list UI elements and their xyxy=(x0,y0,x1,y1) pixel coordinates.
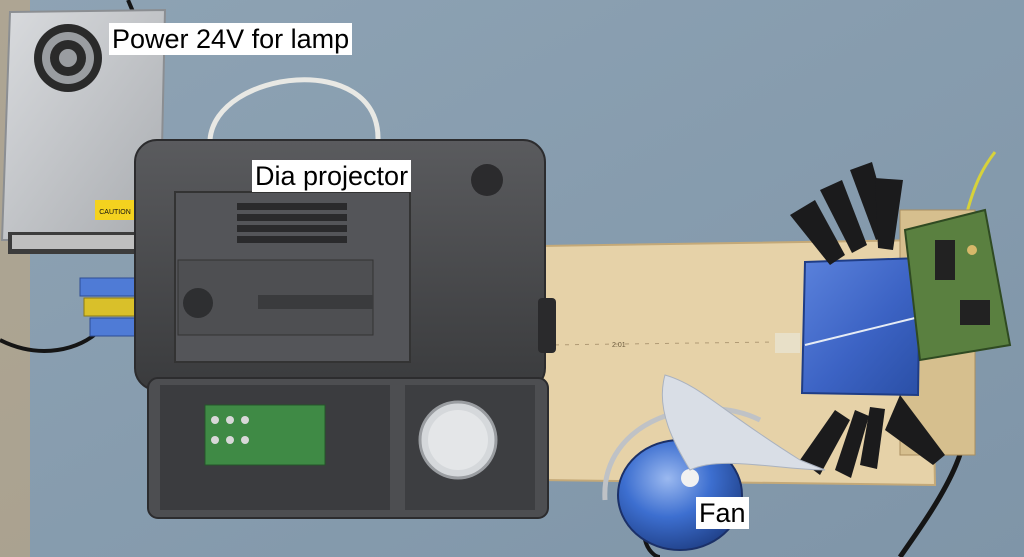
psu-sticker-text: CAUTION xyxy=(99,209,131,216)
fan-blade xyxy=(661,374,826,471)
control-board xyxy=(903,208,1012,362)
power-supply: CAUTION xyxy=(0,8,167,254)
circuit-board xyxy=(204,404,326,466)
projector-open-base xyxy=(147,377,549,519)
power-supply-label: Power 24V for lamp xyxy=(109,23,353,55)
clamp-icon xyxy=(790,162,945,478)
projector-label: Dia projector xyxy=(252,160,412,192)
lamp-power-cable xyxy=(207,77,381,141)
terminal-connectors xyxy=(79,277,147,337)
board-mark-text: 2.01 xyxy=(612,342,626,349)
slide-projector xyxy=(134,139,556,391)
screw-terminal-icon xyxy=(12,235,134,249)
solar-panel xyxy=(775,256,922,397)
fan-label: Fan xyxy=(696,497,749,529)
